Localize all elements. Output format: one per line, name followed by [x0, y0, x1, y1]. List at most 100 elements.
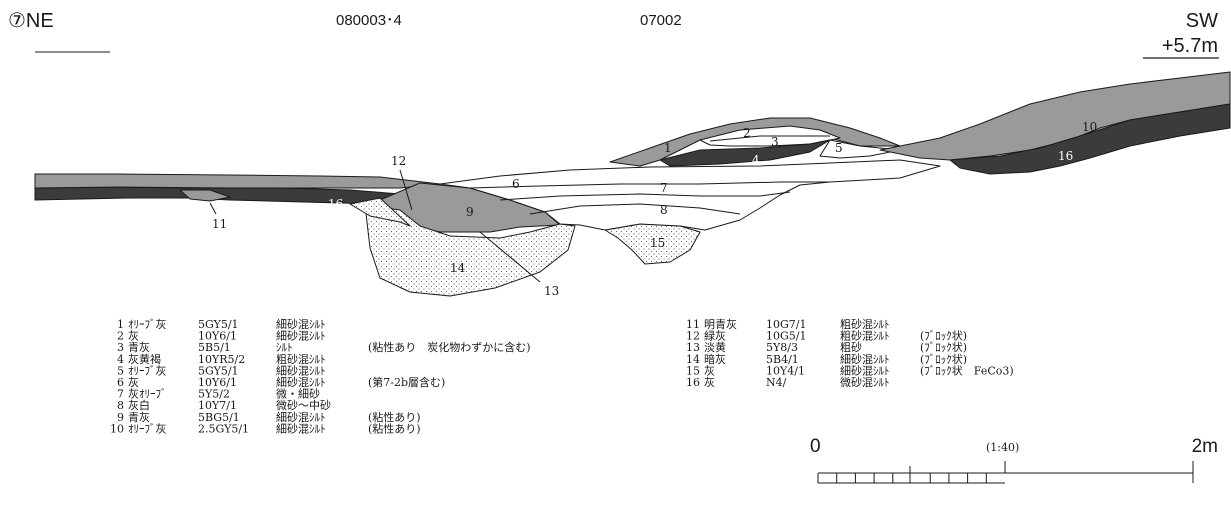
legend-right-row-13-no: 13 — [686, 341, 700, 354]
legend-left-row-10-desc: 細砂混ｼﾙﾄ — [276, 422, 326, 435]
legend-left-row-10-no: 10 — [110, 422, 124, 435]
legend-left-row-1-desc: 細砂混ｼﾙﾄ — [276, 318, 326, 331]
legend-right-row-13-name: 淡黄 — [704, 340, 726, 354]
label-16-left: 16 — [328, 197, 343, 211]
label-16-right: 16 — [1058, 149, 1073, 163]
legend-right-row-15-name: 灰 — [704, 363, 715, 377]
elevation-label: +5.7m — [1162, 35, 1218, 57]
direction-right: SW — [1186, 10, 1218, 32]
legend-left-row-8-desc: 微砂～中砂 — [276, 398, 331, 412]
legend-left-row-1-code: 5GY5/1 — [198, 318, 239, 331]
layer-5 — [819, 139, 901, 159]
legend-left-row-3-desc: ｼﾙﾄ — [276, 341, 293, 354]
layer-11 — [179, 189, 231, 202]
label-8: 8 — [660, 203, 668, 217]
legend-left-row-6-note: (第7-2b層含む) — [368, 375, 445, 389]
leader-13 — [479, 231, 541, 283]
label-14: 14 — [450, 261, 466, 275]
legend-left-row-2-name: 灰 — [128, 329, 139, 343]
section-mark: ⑦NE — [8, 10, 54, 32]
scale-ratio: (1:40) — [986, 441, 1019, 454]
legend-right-row-11-code: 10G7/1 — [766, 318, 807, 331]
legend-left-row-3-code: 5B5/1 — [198, 341, 231, 354]
legend-right-row-14-name: 暗灰 — [704, 352, 726, 366]
legend-right-row-15-no: 15 — [686, 364, 700, 377]
legend-right-row-15-code: 10Y4/1 — [766, 364, 805, 377]
label-15: 15 — [650, 236, 665, 250]
legend-left-row-9-note: (粘性あり) — [368, 410, 421, 424]
legend-left-row-5-name: ｵﾘｰﾌﾞ灰 — [128, 363, 167, 377]
legend-left-row-8-name: 灰白 — [128, 398, 150, 412]
layer-12 — [349, 197, 411, 227]
leader-12 — [399, 169, 413, 211]
legend-left-row-6-no: 6 — [117, 376, 124, 389]
legend-right-row-12-note: (ﾌﾞﾛｯｸ状) — [920, 329, 967, 343]
legend-left-row-4-no: 4 — [117, 353, 124, 366]
feature-id-mid: 07002 — [640, 12, 682, 29]
label-9: 9 — [466, 205, 474, 219]
legend-right-row-15-desc: 細砂混ｼﾙﾄ — [840, 364, 890, 377]
legend-left-row-4-name: 灰黄褐 — [128, 352, 161, 366]
layer-4 — [659, 139, 831, 167]
legend-right-row-16-no: 16 — [686, 376, 700, 389]
legend-left-row-2-code: 10Y6/1 — [198, 330, 237, 343]
label-12: 12 — [391, 154, 406, 168]
legend-left-row-4-desc: 粗砂混ｼﾙﾄ — [276, 353, 326, 366]
label-4: 4 — [752, 153, 760, 167]
legend-left-row-6-name: 灰 — [128, 375, 139, 389]
legend-right-row-13-note: (ﾌﾞﾛｯｸ状) — [920, 340, 967, 354]
label-2: 2 — [743, 126, 751, 140]
legend-right-row-16-desc: 微砂混ｼﾙﾄ — [840, 375, 890, 389]
legend-left-row-5-no: 5 — [117, 364, 124, 377]
label-11: 11 — [212, 217, 227, 231]
label-1: 1 — [664, 141, 672, 155]
legend-right-row-15-note: (ﾌﾞﾛｯｸ状 FeCo3) — [920, 363, 1014, 377]
legend-left-row-8-no: 8 — [117, 399, 124, 412]
legend-left-row-9-code: 5BG5/1 — [198, 411, 240, 424]
legend-left-row-9-desc: 細砂混ｼﾙﾄ — [276, 411, 326, 424]
legend-right-row-11-name: 明青灰 — [704, 317, 737, 331]
legend-left-row-10-note: (粘性あり) — [368, 421, 421, 435]
legend-right-row-12-no: 12 — [686, 330, 700, 343]
legend-left-row-9-name: 青灰 — [128, 410, 150, 424]
legend-left-row-7-no: 7 — [117, 388, 124, 401]
scale-end: 2m — [1192, 436, 1218, 457]
legend-left-row-1-name: ｵﾘｰﾌﾞ灰 — [128, 317, 167, 331]
legend-right-row-11-desc: 粗砂混ｼﾙﾄ — [840, 318, 890, 331]
legend-right-row-16-code: N4/ — [766, 376, 787, 389]
legend-left-row-9-no: 9 — [117, 411, 124, 424]
legend-left-row-4-code: 10YR5/2 — [198, 353, 245, 366]
label-13: 13 — [544, 284, 559, 298]
legend-left-row-10-code: 2.5GY5/1 — [198, 422, 249, 435]
layer-surface-left — [34, 173, 441, 189]
leader-11 — [209, 202, 217, 215]
layer-6-7-8 — [439, 159, 941, 231]
legend-right-row-12-desc: 粗砂混ｼﾙﾄ — [840, 330, 890, 343]
legend-right-row-14-desc: 細砂混ｼﾙﾄ — [840, 353, 890, 366]
label-10: 10 — [1082, 120, 1097, 134]
label-7: 7 — [660, 181, 668, 195]
legend-left-row-1-no: 1 — [117, 318, 124, 331]
layer-14 — [364, 204, 576, 297]
legend-left-row-5-desc: 細砂混ｼﾙﾄ — [276, 364, 326, 377]
legend-left-row-5-code: 5GY5/1 — [198, 364, 239, 377]
soil-layers — [34, 71, 1231, 297]
legend-left-row-3-no: 3 — [117, 341, 124, 354]
layer-16-right — [949, 103, 1231, 175]
label-3: 3 — [771, 135, 779, 149]
scale-bar: 0 (1:40) 2m — [810, 436, 1218, 484]
legend-left-row-7-desc: 微・細砂 — [276, 387, 320, 401]
label-6: 6 — [512, 177, 520, 191]
legend-left-row-7-code: 5Y5/2 — [198, 388, 230, 401]
legend-right-row-14-no: 14 — [686, 353, 700, 366]
legend-right-row-13-desc: 粗砂 — [840, 341, 862, 354]
legend-left-row-7-name: 灰ｵﾘｰﾌﾞ — [128, 387, 167, 401]
legend-left-row-3-note: (粘性あり 炭化物わずかに含む) — [368, 340, 531, 354]
legend-left-row-10-name: ｵﾘｰﾌﾞ灰 — [128, 421, 167, 435]
legend-left-row-6-desc: 細砂混ｼﾙﾄ — [276, 376, 326, 389]
legend-left-row-8-code: 10Y7/1 — [198, 399, 237, 412]
legend-right-row-14-note: (ﾌﾞﾛｯｸ状) — [920, 352, 967, 366]
legend-left-row-2-desc: 細砂混ｼﾙﾄ — [276, 330, 326, 343]
